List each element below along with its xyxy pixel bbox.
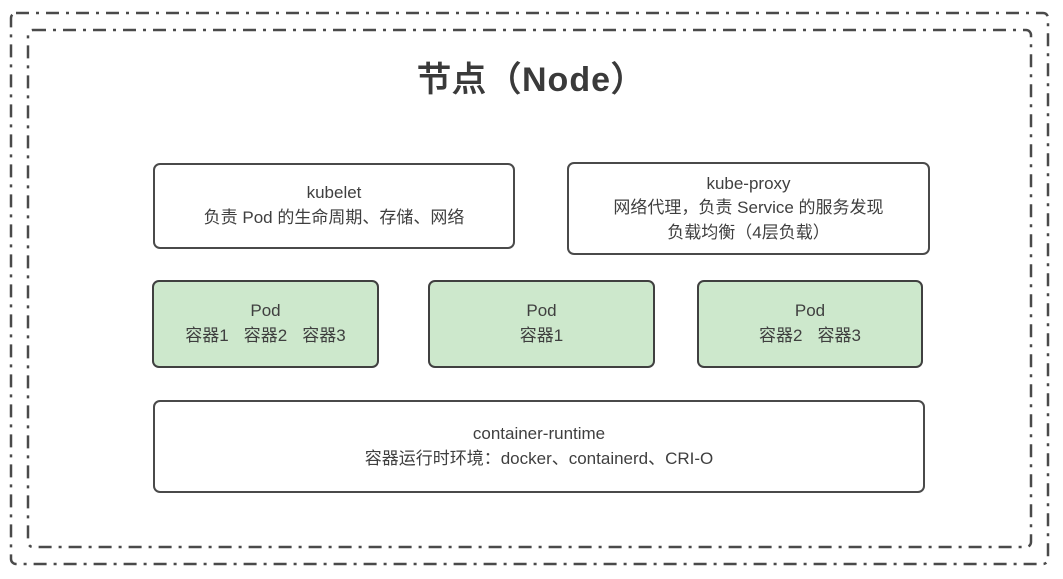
kube-proxy-box: kube-proxy 网络代理，负责 Service 的服务发现 负载均衡（4层…	[567, 162, 930, 255]
container-runtime-description: 容器运行时环境：docker、containerd、CRI-O	[364, 448, 714, 468]
container-runtime-box: container-runtime 容器运行时环境：docker、contain…	[153, 400, 925, 493]
container-label: 容器3	[302, 326, 346, 345]
kubelet-box: kubelet 负责 Pod 的生命周期、存储、网络	[153, 163, 515, 249]
container-label: 容器3	[817, 326, 861, 345]
container-label: 容器2	[759, 326, 803, 345]
pod-box-3: Pod 容器2 容器3	[697, 280, 923, 368]
container-label: 容器2	[243, 326, 288, 345]
pod-3-name: Pod	[794, 301, 826, 321]
kubelet-description: 负责 Pod 的生命周期、存储、网络	[203, 208, 465, 227]
kube-proxy-name: kube-proxy	[706, 173, 791, 193]
pod-3-containers: 容器2 容器3	[759, 324, 861, 349]
container-label: 容器1	[185, 326, 229, 345]
kube-proxy-description-line2: 负载均衡（4层负载）	[667, 222, 830, 242]
pod-1-name: Pod	[250, 301, 281, 321]
pod-1-containers: 容器1 容器2 容器3	[185, 324, 345, 349]
pod-2-name: Pod	[526, 301, 557, 321]
kubelet-name: kubelet	[306, 183, 362, 203]
node-title: 节点（Node）	[417, 61, 646, 99]
kube-proxy-description-line1: 网络代理，负责 Service 的服务发现	[613, 198, 884, 218]
pod-box-2: Pod 容器1	[428, 280, 655, 368]
container-runtime-name: container-runtime	[472, 423, 606, 443]
pod-2-containers: 容器1	[520, 324, 563, 349]
container-label: 容器1	[519, 326, 564, 345]
pod-box-1: Pod 容器1 容器2 容器3	[152, 280, 379, 368]
